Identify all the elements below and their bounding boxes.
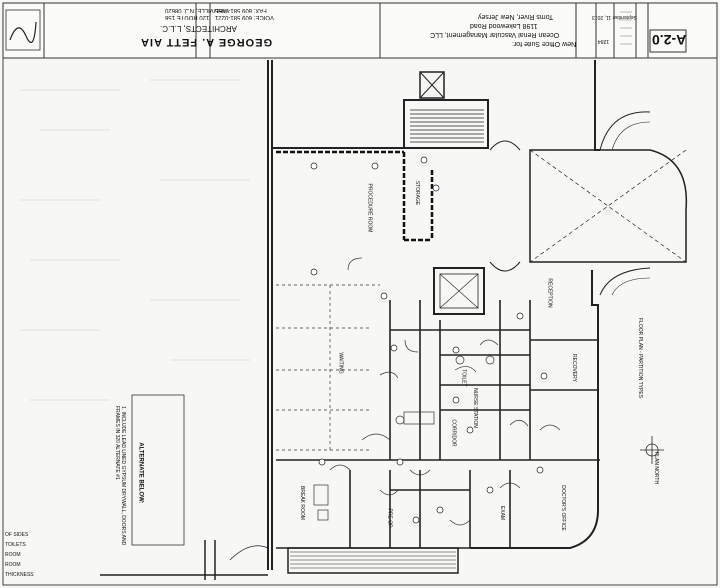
- project-line1: New Office Suite for:: [512, 40, 577, 47]
- edge-note-4: ROOM: [5, 562, 21, 568]
- firm-voice: VOICE: 609 581-0221: [215, 14, 275, 20]
- plan-north-label: PLAN NORTH: [653, 451, 660, 485]
- room-break: BREAK ROOM: [298, 486, 305, 520]
- firm-name: GEORGE A. FETT AIA: [140, 36, 273, 48]
- room-toilet: TOILET: [460, 369, 467, 387]
- plan-title: FLOOR PLAN - PARTITION TYPES: [637, 317, 644, 399]
- edge-note-1: OF SIDES: [5, 532, 29, 538]
- edge-note-5: THICKNESS: [5, 572, 34, 578]
- firm-fax: FAX: 609 581-7955: [215, 7, 267, 13]
- project-line4: Toms River, New Jersey: [478, 13, 554, 20]
- room-doctors-office: DOCTOR'S OFFICE: [559, 485, 566, 531]
- project-line2: Ocean Renal Vascular Management, LLC: [430, 31, 560, 38]
- alternate-heading: ALTERNATE BELOW:: [137, 442, 144, 504]
- firm-address-line1: 120 ROUTE 156: [165, 14, 210, 20]
- sheet-number: A-2.0: [652, 32, 687, 48]
- room-corridor: CORRIDOR: [450, 419, 457, 447]
- room-storage: STORAGE: [414, 180, 421, 206]
- room-procedure: PROCEDURE ROOM: [366, 183, 373, 233]
- room-waiting: WAITING: [337, 352, 344, 374]
- room-pre-op: PRE OP: [386, 508, 393, 528]
- project-line3: 1198 Lakewood Road: [470, 22, 538, 29]
- room-exam: EXAM: [499, 505, 506, 521]
- alternate-text: 1. INCLUDE LEAD LINED GYPSUM DRYWALL, DO…: [114, 406, 126, 546]
- room-nurse-station: NURSE STATION: [471, 388, 478, 428]
- edge-note-3: ROOM: [5, 552, 21, 558]
- sheet-date: September 11, 2013: [592, 14, 637, 20]
- room-reception: RECEPTION: [546, 278, 553, 308]
- firm-type: ARCHITECTS, L.L.C.: [160, 24, 237, 33]
- job-number: 1284: [598, 38, 610, 44]
- edge-note-2: TOILETS: [5, 542, 26, 548]
- room-recovery: RECOVERY: [570, 354, 577, 382]
